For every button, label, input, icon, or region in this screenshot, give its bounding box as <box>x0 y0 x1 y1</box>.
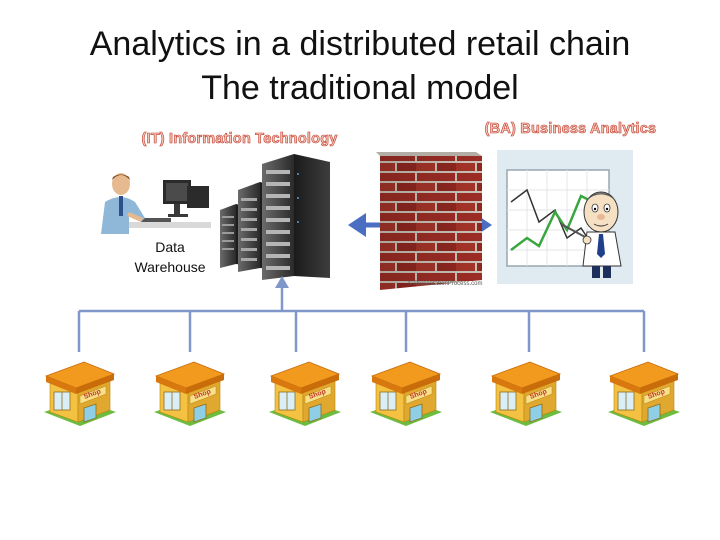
arrow-head-left <box>348 213 366 237</box>
shop-building: Shop <box>370 361 442 426</box>
server-rack-front <box>262 154 330 280</box>
shop-building: Shop <box>269 361 341 426</box>
shop-building: Shop <box>44 361 116 426</box>
server-racks-image <box>220 154 330 280</box>
title-line-1: Analytics in a distributed retail chain <box>89 25 631 63</box>
brick-wall-image <box>376 152 482 290</box>
data-warehouse-label: Data Warehouse <box>130 237 210 277</box>
shop-building: Shop <box>490 361 562 426</box>
business-analytics-image <box>497 150 633 284</box>
shop-building: Shop <box>608 361 680 426</box>
data-warehouse-line-1: Data <box>155 239 185 255</box>
watermark-text: © PresentationProcess.com <box>408 281 483 287</box>
shop-building: Shop <box>154 361 226 426</box>
slide-title: Analytics in a distributed retail chain … <box>0 22 720 110</box>
it-label: (IT) Information Technology <box>141 131 338 148</box>
ba-label: (BA) Business Analytics <box>484 121 657 138</box>
title-line-2: The traditional model <box>201 69 519 107</box>
warehouse-arrow-head <box>275 276 289 288</box>
chart-line-green <box>510 194 598 251</box>
it-worker-image <box>83 172 211 238</box>
data-warehouse-line-2: Warehouse <box>134 259 206 275</box>
cartoon-businessman <box>560 191 622 278</box>
